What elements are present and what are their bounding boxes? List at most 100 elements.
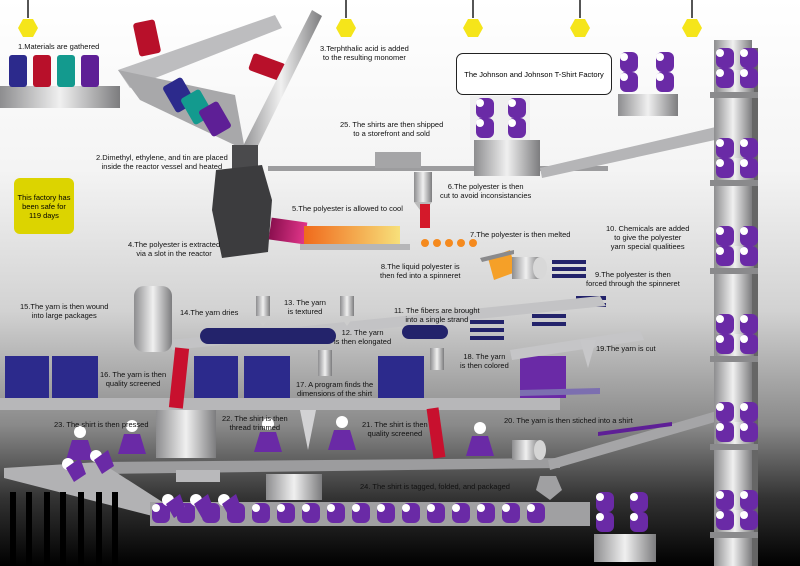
folded-shirt-icon bbox=[716, 68, 734, 88]
folded-shirt-icon bbox=[740, 314, 758, 334]
worker-icon bbox=[90, 450, 114, 474]
lamp-icon bbox=[570, 0, 590, 37]
shelf bbox=[710, 444, 758, 450]
shirt-press bbox=[156, 410, 216, 458]
folded-shirt-icon bbox=[716, 510, 734, 530]
melt-pellets bbox=[421, 239, 477, 247]
lamp-icon bbox=[682, 0, 702, 37]
folded-shirt-icon bbox=[656, 72, 674, 92]
safety-notice: This factory has been safe for 119 days bbox=[14, 178, 74, 234]
shelf bbox=[710, 532, 758, 538]
step-20-label: 20. The yarn is then stiched into a shir… bbox=[504, 416, 633, 425]
step-23-label: 23. The shirt is then pressed bbox=[54, 420, 149, 429]
worker-icon bbox=[62, 458, 86, 482]
folded-shirt-icon bbox=[630, 492, 648, 512]
screening-conveyor bbox=[0, 398, 560, 410]
folded-shirt-icon bbox=[477, 503, 495, 523]
folded-shirt-icon bbox=[716, 246, 734, 266]
texturing-nozzles bbox=[256, 296, 354, 326]
folded-shirt-icon bbox=[716, 158, 734, 178]
lamp-icon bbox=[463, 0, 483, 37]
step-14-label: 14.The yarn dries bbox=[180, 308, 239, 317]
folded-shirt-icon bbox=[596, 492, 614, 512]
shelf bbox=[710, 180, 758, 186]
folded-shirt-icon bbox=[620, 72, 638, 92]
folded-shirt-icon bbox=[352, 503, 370, 523]
folded-shirt-icon bbox=[740, 48, 758, 68]
folded-shirt-icon bbox=[740, 490, 758, 510]
worker-icon bbox=[218, 494, 242, 518]
folded-shirt-icon bbox=[476, 98, 494, 118]
folded-shirt-icon bbox=[716, 490, 734, 510]
folded-shirt-icon bbox=[427, 503, 445, 523]
step-19-label: 19.The yarn is cut bbox=[596, 344, 656, 353]
shirt-conveyor bbox=[100, 458, 560, 474]
folded-shirt-icon bbox=[740, 510, 758, 530]
worker-icon bbox=[254, 418, 282, 452]
folded-shirt-icon bbox=[502, 503, 520, 523]
yarn-boxes bbox=[5, 356, 424, 398]
worker-icon bbox=[66, 426, 94, 460]
worker-icon bbox=[466, 422, 494, 456]
cutter bbox=[414, 172, 432, 228]
screen-gate bbox=[168, 347, 190, 409]
folded-shirt-icon bbox=[620, 52, 638, 72]
folded-shirt-icon bbox=[327, 503, 345, 523]
folded-shirt-icon bbox=[716, 402, 734, 422]
dimension-scanner bbox=[318, 350, 332, 376]
yarn-package-drum bbox=[134, 286, 172, 352]
folded-shirt-icon bbox=[302, 503, 320, 523]
folded-shirt-icon bbox=[402, 503, 420, 523]
folded-shirt-icon bbox=[740, 138, 758, 158]
folded-shirt-icon bbox=[740, 158, 758, 178]
folded-shirt-icon bbox=[508, 98, 526, 118]
shelf bbox=[710, 268, 758, 274]
worker-icon bbox=[162, 494, 186, 518]
folded-shirt-icon bbox=[716, 226, 734, 246]
folded-shirt-icon bbox=[630, 512, 648, 532]
lamp-icon bbox=[18, 0, 38, 37]
yarn-cutter bbox=[580, 340, 596, 368]
folded-shirt-icon bbox=[740, 68, 758, 88]
reactor-vessel bbox=[212, 145, 272, 258]
folded-shirt-icon bbox=[716, 422, 734, 442]
shirt-screen-gate bbox=[426, 407, 446, 459]
feed-hopper bbox=[118, 15, 286, 150]
step-1-label: 1.Materials are gathered bbox=[18, 42, 100, 51]
workers bbox=[62, 416, 494, 518]
storage-tower bbox=[714, 40, 752, 566]
folded-shirt-icon bbox=[716, 138, 734, 158]
factory-title: The Johnson and Johnson T-Shirt Factory bbox=[456, 53, 612, 95]
spun-yarn bbox=[552, 260, 586, 278]
folded-shirt-icon bbox=[508, 118, 526, 138]
lamp-icon bbox=[336, 0, 356, 37]
material-spools bbox=[0, 55, 120, 108]
folded-shirt-icon bbox=[377, 503, 395, 523]
folded-shirt-icon bbox=[527, 503, 545, 523]
step-2-label: 2.Dimethyl, ethylene, and tin are placed… bbox=[96, 153, 228, 171]
ceiling-lamps bbox=[18, 0, 702, 37]
shelf bbox=[710, 92, 758, 98]
spinneret bbox=[512, 257, 540, 279]
acid-pipe bbox=[240, 10, 322, 158]
step-24-label: 24. The shirt is tagged, folded, and pac… bbox=[360, 482, 510, 491]
floor-supports bbox=[10, 492, 118, 566]
folded-shirt-icon bbox=[252, 503, 270, 523]
shelf bbox=[710, 356, 758, 362]
